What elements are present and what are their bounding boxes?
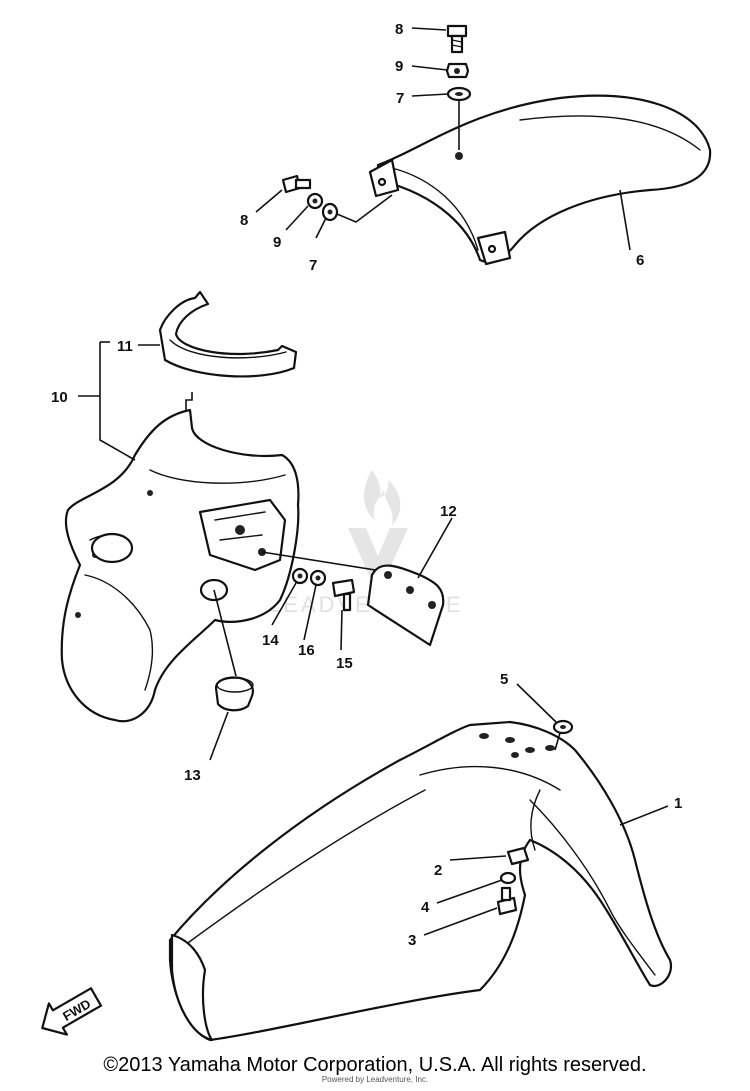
copyright-footer: ©2013 Yamaha Motor Corporation, U.S.A. A… <box>103 1054 647 1076</box>
part-3-bolt <box>496 886 518 916</box>
callout-2: 2 <box>434 862 442 879</box>
powered-by-text: Powered by Leadventure, Inc. <box>321 1075 429 1084</box>
nut-9-top <box>445 62 470 79</box>
callout-16: 16 <box>298 642 315 659</box>
callout-14: 14 <box>262 632 279 649</box>
callout-3: 3 <box>408 932 416 949</box>
part-10-number-plate <box>60 408 300 723</box>
part-11-strap <box>158 290 298 378</box>
nut-9-side <box>306 192 324 210</box>
callout-7-side: 7 <box>309 257 317 274</box>
callout-8-top: 8 <box>395 21 403 38</box>
part-16-washer <box>309 569 327 587</box>
bolt-8-top <box>446 24 468 54</box>
callout-4: 4 <box>421 899 430 916</box>
part-12-plate <box>366 564 445 647</box>
callout-12: 12 <box>440 503 457 520</box>
part-2-plate-nut <box>506 846 530 866</box>
callout-6: 6 <box>636 252 644 269</box>
bolt-8-side <box>281 174 312 194</box>
leader-lines <box>255 27 669 936</box>
callout-13: 13 <box>184 767 201 784</box>
part-5-washer <box>552 719 574 735</box>
watermark-v-icon <box>348 528 408 582</box>
part-15-screw <box>331 578 356 612</box>
part-6-rear-fender <box>368 94 712 266</box>
parts-diagram: LEADVENTURE <box>41 21 712 1042</box>
callout-15: 15 <box>336 655 353 672</box>
callout-9-top: 9 <box>395 58 403 75</box>
callout-7-top: 7 <box>396 90 404 107</box>
callout-8-side: 8 <box>240 212 248 229</box>
callout-1: 1 <box>674 795 682 812</box>
washer-7-side <box>321 202 339 222</box>
callout-9-side: 9 <box>273 234 281 251</box>
part-4-washer <box>499 871 517 885</box>
part-1-front-fender <box>168 720 673 1042</box>
callout-10: 10 <box>51 389 68 406</box>
part-13-grommet <box>214 676 254 712</box>
callout-11: 11 <box>117 338 133 355</box>
fwd-arrow-icon <box>41 987 103 1036</box>
callout-5: 5 <box>500 671 508 688</box>
fwd-arrow: FWD <box>41 987 103 1036</box>
part-14-nut <box>291 567 309 585</box>
washer-7-top <box>446 86 472 102</box>
watermark-flame-icon <box>364 470 401 525</box>
callouts: 8 9 7 8 9 7 6 11 10 12 14 16 15 13 5 1 2… <box>51 21 682 949</box>
